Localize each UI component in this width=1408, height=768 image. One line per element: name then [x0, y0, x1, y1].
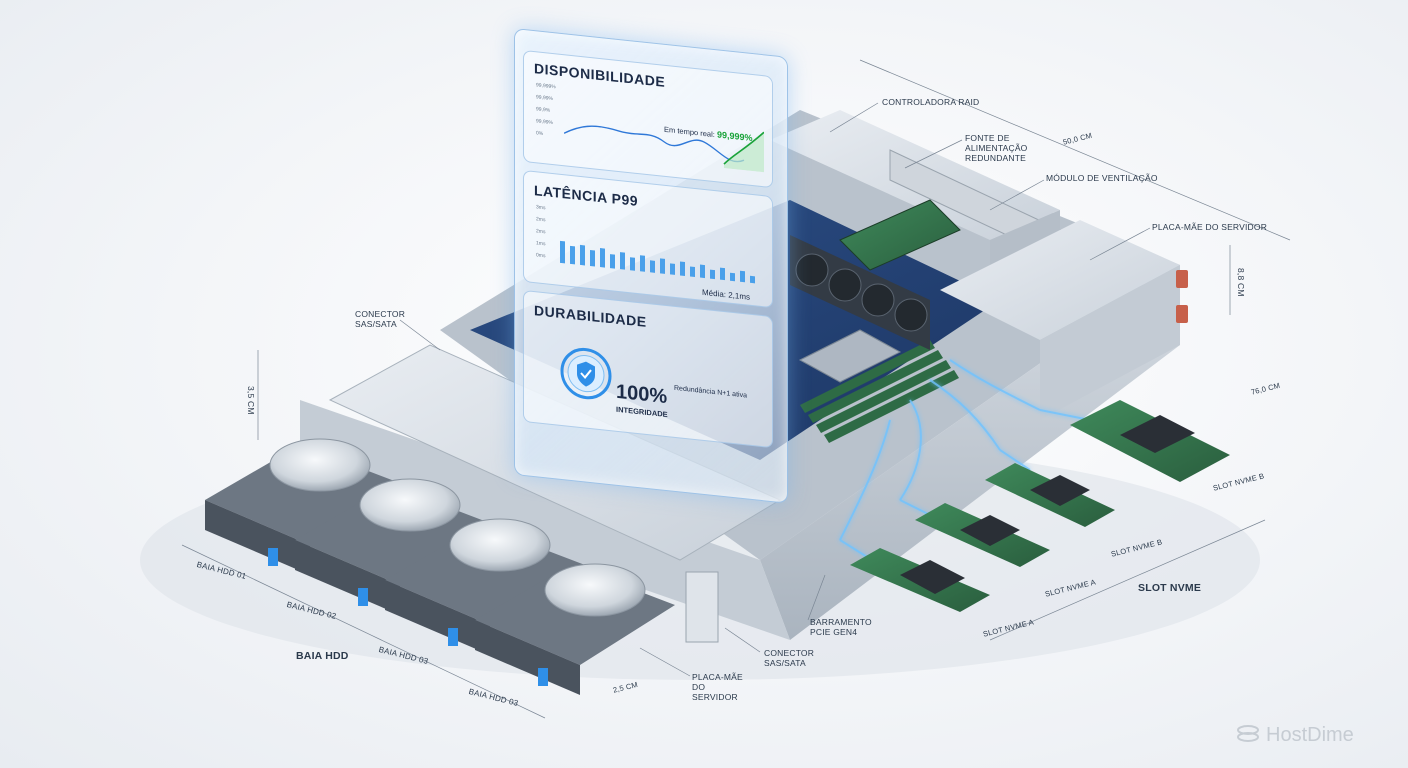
fan-module: [790, 235, 930, 350]
hdd-bay-2: [295, 478, 495, 615]
front-control-panel: [685, 571, 719, 643]
shield-icon: [560, 347, 612, 400]
durability-card: Durabilidade 100% Integridade Redundânci…: [523, 289, 773, 449]
hdd-bay-3: [385, 518, 585, 655]
cpu-socket: [798, 329, 902, 383]
latency-title: Latência P99: [534, 182, 639, 210]
callout-pcie-bus: Barramento PCIe Gen4: [810, 617, 872, 637]
latency-tick: 2ms: [536, 216, 546, 224]
availability-tick: 99,99%: [536, 94, 553, 103]
availability-sparkline: [564, 125, 764, 173]
rear-cover-front: [1040, 265, 1180, 420]
brand-logo: HostDime: [1266, 724, 1354, 746]
hdd-bays: [205, 438, 675, 695]
chassis-front-wall: [300, 400, 790, 640]
hostdime-logo-icon: [1237, 725, 1259, 742]
callout-hdd-bay: Baia HDD: [296, 650, 349, 662]
latency-tick: 3ms: [536, 204, 546, 212]
latency-tick: 1ms: [536, 240, 546, 248]
callout-motherboard-top: Placa-mãe do servidor: [1152, 222, 1268, 232]
rear-handle-1: [1176, 270, 1188, 288]
availability-tick: 99,9%: [536, 106, 551, 114]
leader-lines: [181, 59, 1291, 719]
rear-handle-2: [1176, 305, 1188, 323]
metrics-dashboard-panel: Disponibilidade 99,999% 99,99% 99,9% 99,…: [514, 28, 788, 504]
latency-card: Latência P99 3ms 2ms 2ms 1ms 0ms Média: …: [523, 169, 773, 309]
nvme-module-a: [850, 548, 990, 612]
redundancy-label: Redundância N+1 ativa: [674, 384, 747, 400]
latency-tick: 0ms: [536, 252, 546, 260]
memory-modules: [800, 340, 959, 443]
callout-raid-controller: Controladora RAID: [882, 97, 980, 107]
availability-tick: 0%: [536, 130, 544, 138]
dimension-front-height: 3,5 cm: [246, 386, 256, 415]
hdd-bay-4: [475, 563, 675, 695]
rear-cover-top: [940, 220, 1180, 340]
nvme-module-b: [985, 463, 1115, 527]
callout-psu: Fonte de alimentação redundante: [965, 133, 1028, 163]
durability-title: Durabilidade: [534, 302, 647, 330]
latency-bar-graph: [560, 240, 755, 284]
nvme-module-a2: [915, 503, 1050, 567]
pcie-data-traces: [839, 359, 1091, 566]
availability-tick: 99,99%: [536, 118, 553, 127]
availability-card: Disponibilidade 99,999% 99,99% 99,9% 99,…: [523, 49, 773, 189]
callout-nvme-slot: Slot NVMe: [1138, 582, 1202, 594]
nvme-modules: [850, 400, 1230, 612]
availability-tick: 99,999%: [536, 82, 556, 91]
callout-fan-module: Módulo de ventilação: [1046, 173, 1158, 183]
callout-sas-bottom: Conector SAS/SATA: [764, 648, 815, 668]
callout-sas-top: Conector SAS/SATA: [355, 309, 406, 329]
nvme-module-b2: [1070, 400, 1230, 482]
callout-motherboard-bottom: Placa-mãe do servidor: [692, 672, 743, 702]
raid-controller-card: [839, 199, 961, 271]
dimension-height: 8,8 cm: [1236, 268, 1246, 297]
hdd-bay-1: [205, 438, 405, 575]
latency-tick: 2ms: [536, 228, 546, 236]
